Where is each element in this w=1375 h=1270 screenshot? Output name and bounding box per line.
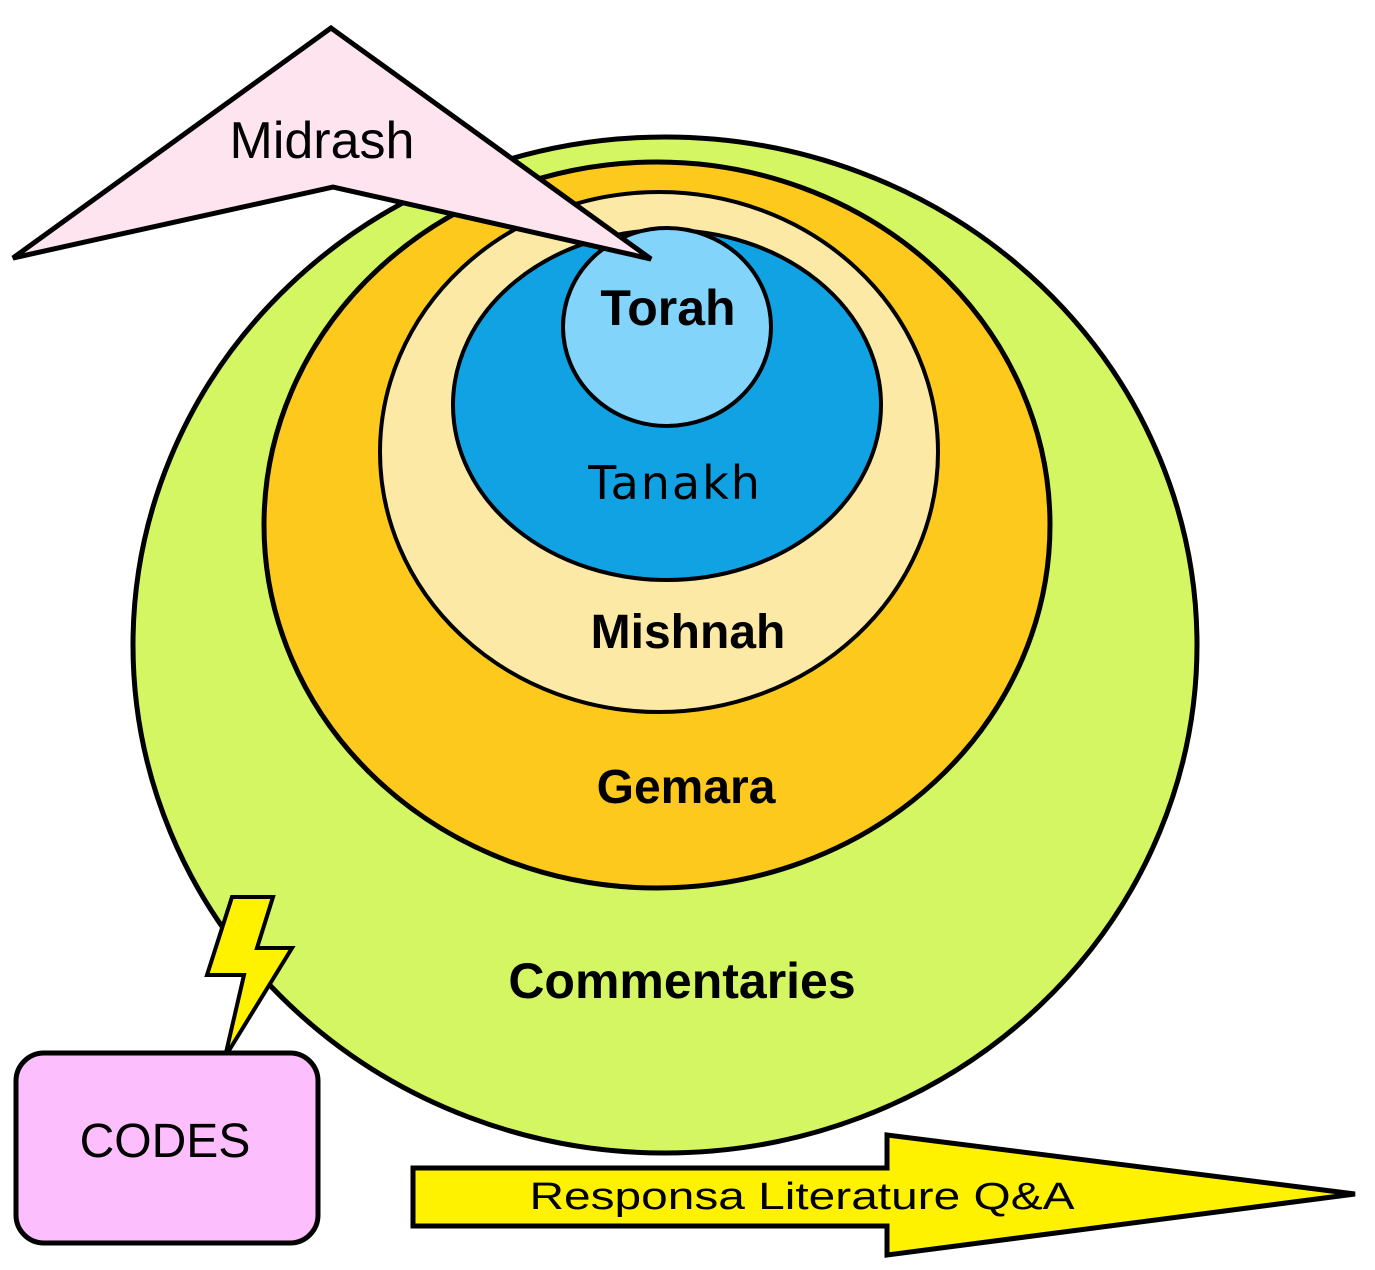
label-mishnah: Mishnah — [591, 606, 786, 659]
lightning-bolt-icon — [204, 895, 296, 1059]
label-tanakh: Tanakh — [587, 456, 762, 510]
label-commentaries: Commentaries — [508, 953, 855, 1009]
ring-torah — [561, 226, 773, 428]
label-midrash: Midrash — [230, 112, 415, 170]
codes-box — [13, 1050, 321, 1246]
label-torah: Torah — [600, 280, 735, 336]
label-codes: CODES — [80, 1115, 251, 1168]
responsa-arrow — [410, 1132, 1356, 1258]
label-responsa: Responsa Literature Q&A — [530, 1176, 1076, 1218]
label-gemara: Gemara — [597, 761, 776, 814]
midrash-arrow — [11, 24, 653, 262]
